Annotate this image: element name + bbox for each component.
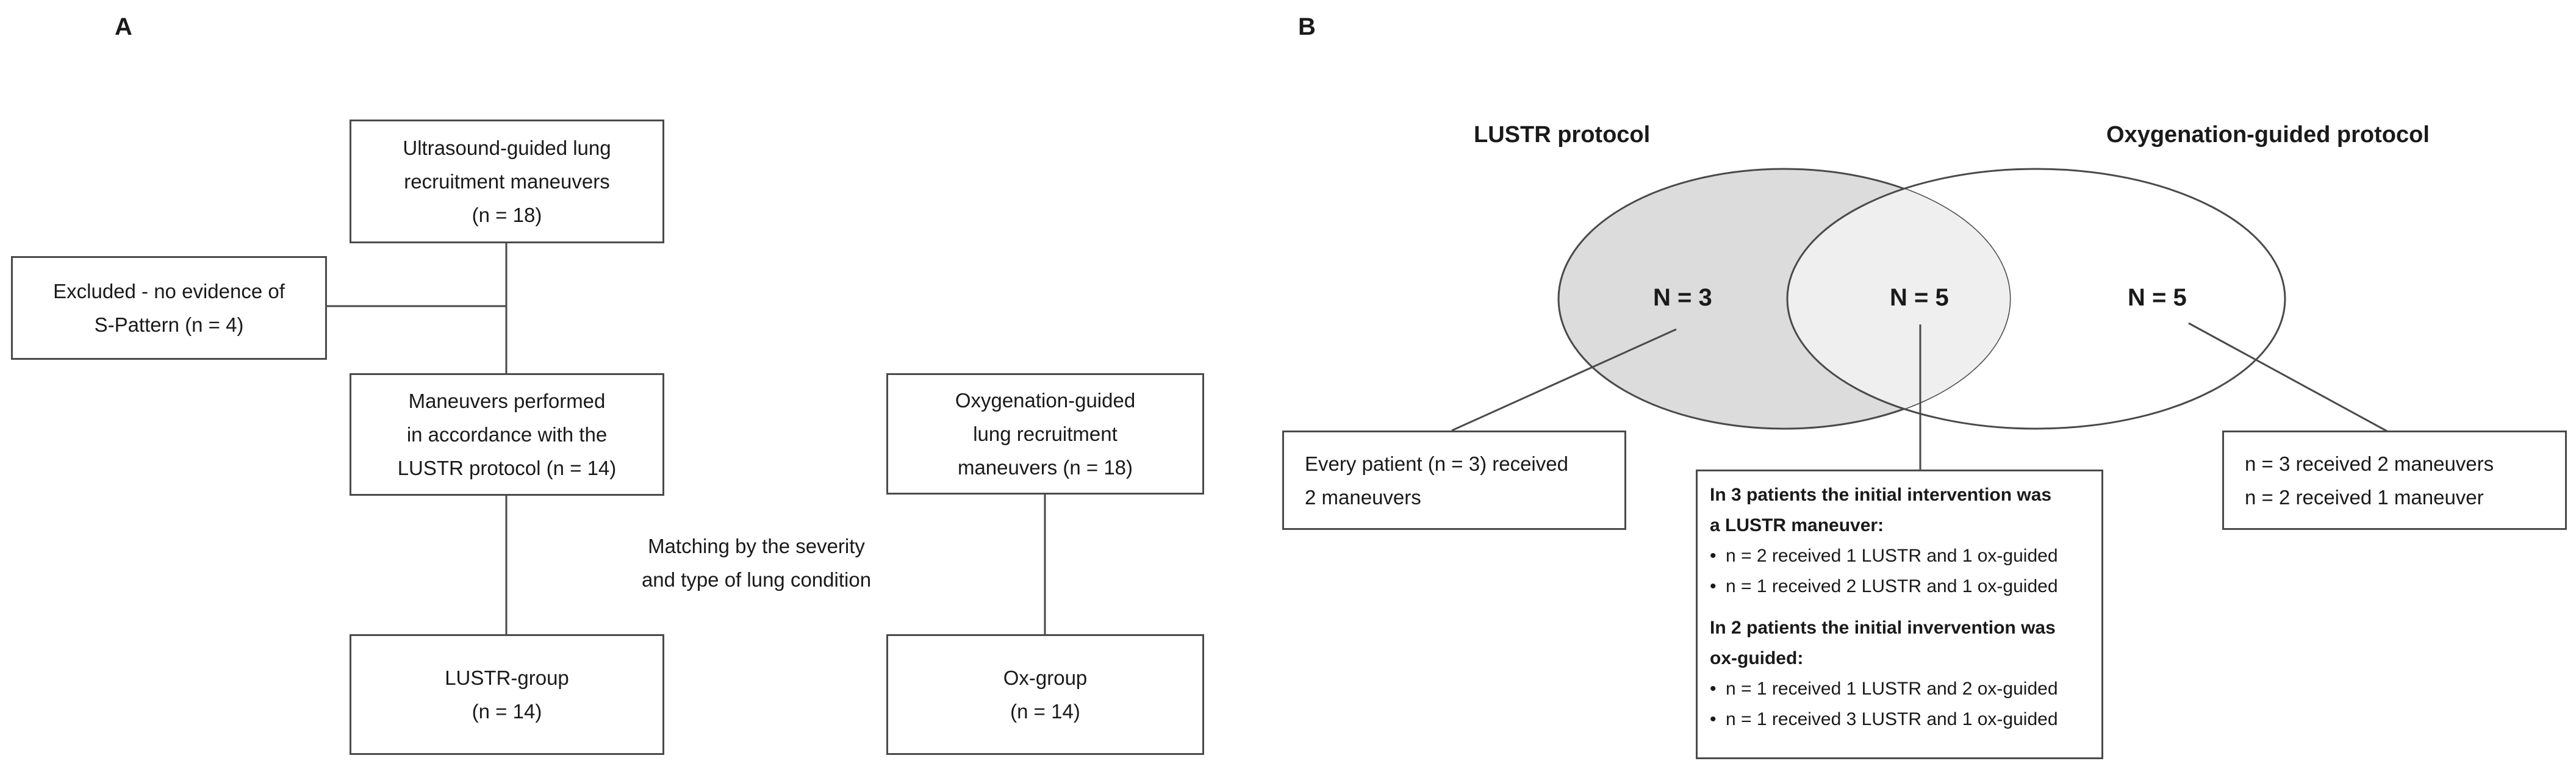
overlap-group2-item: n = 1 received 1 LUSTR and 2 ox-guided xyxy=(1710,674,2101,704)
overlap-group1-item: n = 1 received 2 LUSTR and 1 ox-guided xyxy=(1710,571,2101,602)
overlap-group2-heading: ox-guided: xyxy=(1710,648,1804,668)
box-text-line: 2 maneuvers xyxy=(1305,485,1421,509)
box-text-line: Every patient (n = 3) received xyxy=(1305,452,1568,475)
box-text-line: Ox-group xyxy=(1003,667,1088,689)
box-text-line: n = 2 received 1 maneuver xyxy=(2245,485,2484,509)
box-text-line: lung recruitment xyxy=(973,423,1118,445)
box-text-line: Ultrasound-guided lung xyxy=(403,137,611,159)
spacer xyxy=(1710,602,2101,613)
box-text-line: (n = 14) xyxy=(472,700,542,723)
overlap-group1-heading: In 3 patients the initial intervention w… xyxy=(1710,485,2052,505)
panel-label-a: A xyxy=(115,13,132,40)
venn-right-title: Oxygenation-guided protocol xyxy=(2106,122,2430,148)
pointer-right-count xyxy=(2188,322,2389,433)
accordance-box: Maneuvers performed in accordance with t… xyxy=(350,373,664,496)
box-text-line: LUSTR-group xyxy=(445,667,569,689)
box-text-line: n = 3 received 2 maneuvers xyxy=(2245,452,2494,475)
box-text-line: LUSTR protocol (n = 14) xyxy=(397,457,617,479)
overlap-group2-item: n = 1 received 3 LUSTR and 1 ox-guided xyxy=(1710,704,2101,735)
oxygenation-guided-box: Oxygenation-guided lung recruitment mane… xyxy=(886,373,1204,495)
matching-text-line: and type of lung condition xyxy=(641,568,872,591)
box-text-line: S-Pattern (n = 4) xyxy=(94,313,244,336)
overlap-group1-heading: a LUSTR maneuver: xyxy=(1710,515,1884,535)
box-text-line: (n = 14) xyxy=(1010,700,1080,723)
lustr-group-box: LUSTR-group (n = 14) xyxy=(350,634,664,755)
overlap-group2-heading: In 2 patients the initial invervention w… xyxy=(1710,618,2056,638)
pointer-left-count xyxy=(1451,328,1677,432)
ox-group-box: Ox-group (n = 14) xyxy=(886,634,1204,755)
venn-left-count: N = 3 xyxy=(1653,284,1712,311)
box-text-line: Maneuvers performed xyxy=(408,390,606,412)
box-text-line: recruitment maneuvers xyxy=(404,170,610,193)
box-text-line: Oxygenation-guided xyxy=(955,389,1136,412)
box-text-line: Excluded - no evidence of xyxy=(53,280,285,302)
overlap-detail-box: In 3 patients the initial intervention w… xyxy=(1696,470,2103,759)
lustr-only-detail-box: Every patient (n = 3) received 2 maneuve… xyxy=(1282,431,1626,530)
excluded-box: Excluded - no evidence of S-Pattern (n =… xyxy=(11,256,327,360)
matching-label: Matching by the severity and type of lun… xyxy=(610,529,903,596)
ox-only-detail-box: n = 3 received 2 maneuvers n = 2 receive… xyxy=(2222,431,2567,530)
panel-label-b: B xyxy=(1298,13,1316,40)
venn-overlap-count: N = 5 xyxy=(1890,284,1949,311)
venn-left-title: LUSTR protocol xyxy=(1474,122,1651,148)
recruitment-maneuvers-box: Ultrasound-guided lung recruitment maneu… xyxy=(350,120,664,243)
matching-text-line: Matching by the severity xyxy=(648,535,865,557)
box-text-line: (n = 18) xyxy=(472,204,542,226)
venn-right-ellipse xyxy=(1786,168,2286,430)
venn-overlap-region xyxy=(1787,169,2010,429)
overlap-group1-item: n = 2 received 1 LUSTR and 1 ox-guided xyxy=(1710,541,2101,571)
box-text-line: maneuvers (n = 18) xyxy=(957,456,1133,479)
box-text-line: in accordance with the xyxy=(406,423,608,446)
venn-right-count: N = 5 xyxy=(2128,284,2187,311)
